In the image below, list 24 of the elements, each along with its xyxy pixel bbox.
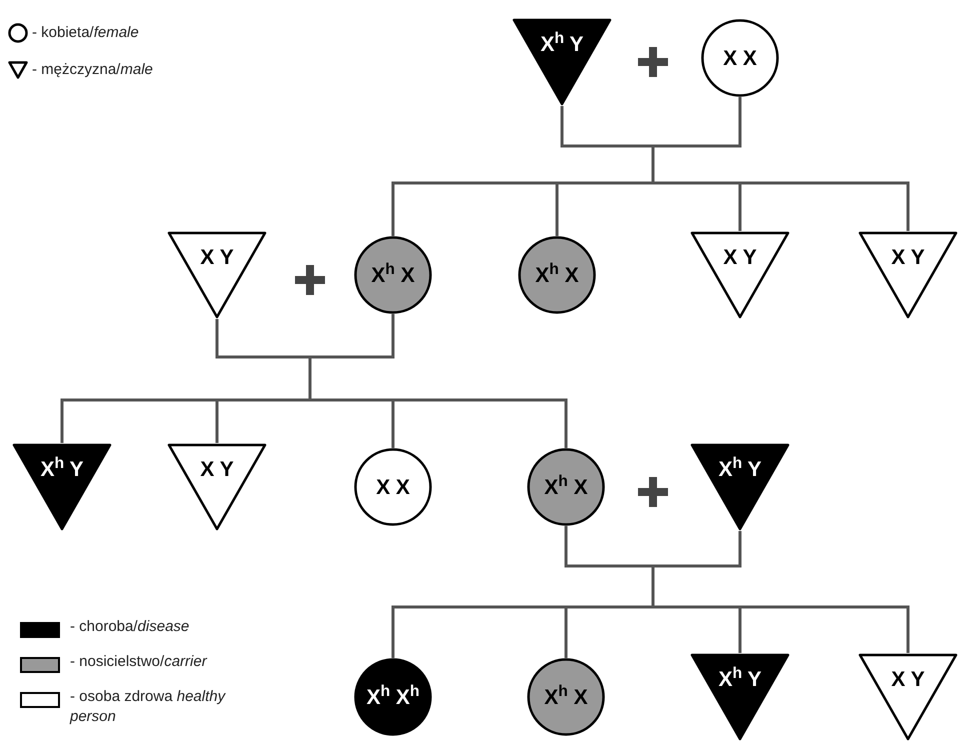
genotype-label: X$^{h}$ X	[544, 686, 588, 708]
genotype-label: X$^{h}$ X	[371, 264, 415, 286]
genotype-label: X$^{h}$ Y	[718, 669, 762, 690]
genotype-label: X$^{h}$ Y	[540, 34, 584, 55]
legend-label: - choroba/disease	[70, 617, 190, 637]
genotype-label: X Y	[723, 247, 757, 268]
pedigree-line	[652, 97, 910, 231]
genotype-label: X Y	[891, 669, 925, 690]
pedigree-line	[308, 314, 568, 448]
genotype-label: X Y	[200, 247, 234, 268]
legend-label: - nosicielstwo/carrier	[70, 652, 208, 672]
genotype-label: X$^{h}$ X$^{h}$	[366, 686, 420, 708]
genotype-label: X Y	[200, 459, 234, 480]
pedigree-line	[652, 531, 910, 653]
legend-label: - osoba zdrowa healthy person	[70, 687, 227, 727]
genotype-label: X$^{h}$ X	[544, 476, 588, 498]
genotype-label: X Y	[891, 247, 925, 268]
genotype-label: X X	[723, 48, 757, 68]
legend-label: - kobieta/female	[32, 23, 139, 43]
genotype-label: X$^{h}$ Y	[718, 459, 762, 480]
genotype-label: X$^{h}$ X	[535, 264, 579, 286]
legend-label: - mężczyzna/male	[32, 60, 153, 80]
genotype-label: X X	[376, 476, 410, 498]
genotype-label: X$^{h}$ Y	[40, 459, 84, 480]
